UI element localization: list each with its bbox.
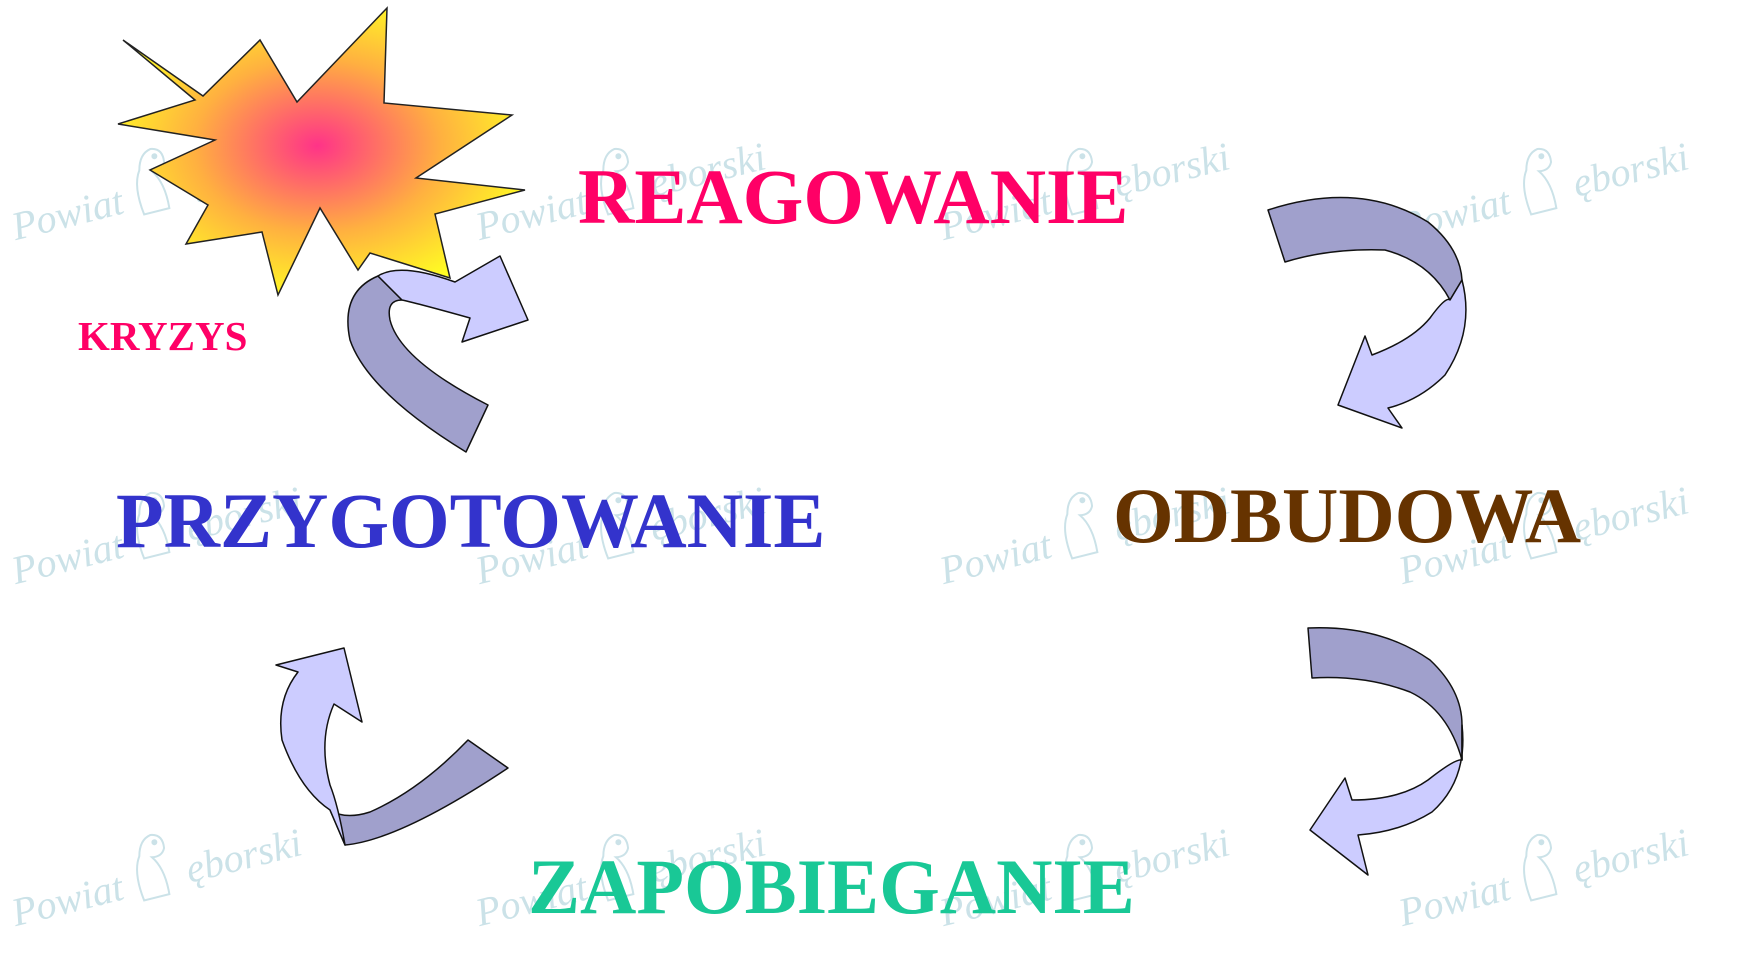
watermark: Powiatęborski bbox=[934, 819, 1235, 936]
watermark: Powiatęborski bbox=[6, 819, 307, 936]
county-crest-icon bbox=[136, 147, 171, 216]
county-crest-icon bbox=[1523, 147, 1558, 216]
curved-arrow-icon bbox=[1267, 196, 1467, 429]
phase-response-label: REAGOWANIE bbox=[578, 153, 1129, 240]
county-crest-icon bbox=[136, 491, 171, 560]
watermark: Powiatęborski bbox=[1393, 133, 1694, 250]
star-burst-icon bbox=[117, 6, 526, 298]
curved-arrow-icon bbox=[347, 255, 529, 453]
county-crest-icon bbox=[136, 833, 171, 902]
county-crest-icon bbox=[1064, 147, 1099, 216]
county-crest-icon bbox=[1523, 491, 1558, 560]
curved-arrow-icon bbox=[1307, 627, 1464, 876]
county-crest-icon bbox=[600, 833, 635, 902]
watermark: Powiatęborski bbox=[1393, 477, 1694, 594]
watermark: Powiatęborski bbox=[934, 477, 1235, 594]
crisis-label: KRYZYS bbox=[78, 313, 248, 359]
county-crest-icon bbox=[1064, 491, 1099, 560]
watermark: Powiatęborski bbox=[934, 133, 1235, 250]
county-crest-icon bbox=[1064, 833, 1099, 902]
county-crest-icon bbox=[1523, 833, 1558, 902]
watermark: Powiatęborski bbox=[470, 819, 771, 936]
phase-preparedness-label: PRZYGOTOWANIE bbox=[116, 477, 826, 564]
county-crest-icon bbox=[600, 491, 635, 560]
phase-recovery-label: ODBUDOWA bbox=[1113, 472, 1582, 559]
phase-prevention-label: ZAPOBIEGANIE bbox=[528, 843, 1135, 930]
watermark: Powiatęborski bbox=[470, 133, 771, 250]
county-crest-icon bbox=[600, 147, 635, 216]
curved-arrow-icon bbox=[275, 647, 509, 846]
watermark: Powiatęborski bbox=[470, 477, 771, 594]
watermark: Powiatęborski bbox=[6, 477, 307, 594]
watermark: Powiatęborski bbox=[1393, 819, 1694, 936]
watermark: Powiatęborski bbox=[0, 106, 306, 250]
